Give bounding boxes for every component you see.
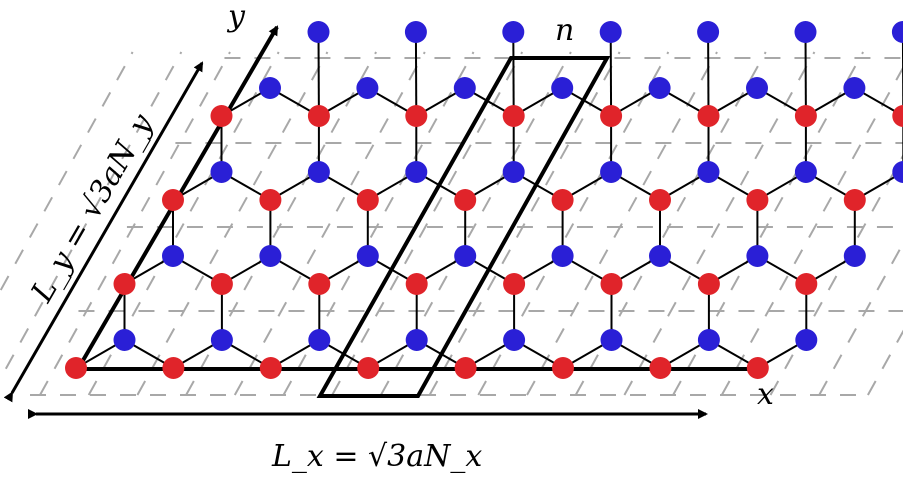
atom-sublattice-b xyxy=(891,21,903,43)
lx-formula: L_x = √3aN_x xyxy=(271,439,482,474)
atom-sublattice-b xyxy=(892,161,903,183)
atom-sublattice-a xyxy=(503,273,526,295)
atom-sublattice-a xyxy=(697,105,720,127)
atom-sublattice-a xyxy=(795,273,818,295)
atom-sublattice-a xyxy=(405,273,428,295)
grid-dash-diagonal xyxy=(867,329,903,396)
atom-sublattice-a xyxy=(210,105,233,127)
dashed-grid xyxy=(0,51,903,396)
atom-sublattice-a xyxy=(794,105,817,127)
atom-sublattice-a xyxy=(162,357,185,379)
atom-sublattice-b xyxy=(599,21,622,43)
atom-sublattice-a xyxy=(649,189,671,211)
atom-sublattice-b xyxy=(162,245,184,267)
atom-sublattice-b xyxy=(697,161,720,183)
atom-sublattice-a xyxy=(502,105,525,127)
unit-cell-label: n xyxy=(555,13,574,48)
grid-dash-diagonal xyxy=(720,65,903,396)
atom-sublattice-b xyxy=(551,245,574,267)
atom-sublattice-a xyxy=(405,105,428,127)
atom-sublattice-a xyxy=(649,357,672,379)
atom-sublattice-b xyxy=(113,329,136,351)
atom-sublattice-a xyxy=(454,189,477,211)
atom-sublattice-b xyxy=(843,245,866,267)
atom-sublattice-a xyxy=(259,357,282,379)
atom-sublattice-a xyxy=(307,105,330,127)
atom-sublattice-a xyxy=(259,189,282,211)
atom-sublattice-b xyxy=(600,329,623,351)
ly-formula: L_y = √3aN_y xyxy=(24,107,161,308)
x-axis-label: x xyxy=(757,377,774,412)
atom-sublattice-a xyxy=(843,189,866,211)
atom-sublattice-b xyxy=(405,161,428,183)
atom-sublattice-a xyxy=(600,105,623,127)
unit-cell-n xyxy=(316,56,611,398)
atom-sublattice-b xyxy=(795,329,818,351)
grid-dash-diagonal xyxy=(526,51,718,396)
grid-dash-diagonal xyxy=(428,51,621,396)
ly-double-arrow xyxy=(3,61,204,403)
atom-sublattice-a xyxy=(746,357,769,379)
atom-sublattice-b xyxy=(843,77,866,99)
atom-sublattice-b xyxy=(210,329,233,351)
atom-sublattice-a xyxy=(65,357,87,379)
atom-sublattice-b xyxy=(356,77,379,99)
atom-sublattice-b xyxy=(453,77,476,99)
atom-sublattice-b xyxy=(356,245,379,267)
atom-sublattice-b xyxy=(259,245,282,267)
atom-sublattice-b xyxy=(308,329,331,351)
grid-dash-diagonal xyxy=(331,51,524,396)
atom-sublattice-b xyxy=(307,161,330,183)
grid-dash-diagonal xyxy=(233,51,426,396)
lattice-atoms xyxy=(65,21,903,379)
atom-sublattice-b xyxy=(648,77,671,99)
atom-sublattice-a xyxy=(357,357,380,379)
atom-sublattice-a xyxy=(210,273,233,295)
atom-sublattice-b xyxy=(259,77,281,99)
atom-sublattice-b xyxy=(649,245,671,267)
atom-sublattice-a xyxy=(746,189,769,211)
atom-sublattice-a xyxy=(600,273,623,295)
atom-sublattice-a xyxy=(551,189,574,211)
grid-dash-diagonal xyxy=(818,241,903,396)
atom-sublattice-a xyxy=(308,273,331,295)
atom-sublattice-a xyxy=(697,273,720,295)
atom-sublattice-b xyxy=(697,329,720,351)
atom-sublattice-b xyxy=(404,21,427,43)
atom-sublattice-b xyxy=(405,329,428,351)
atom-sublattice-b xyxy=(503,329,526,351)
atom-sublattice-b xyxy=(794,161,817,183)
atom-sublattice-b xyxy=(746,245,769,267)
atom-sublattice-b xyxy=(746,77,768,99)
atom-sublattice-a xyxy=(552,357,574,379)
atom-sublattice-b xyxy=(502,161,525,183)
atom-sublattice-b xyxy=(794,21,817,43)
grid-dash-diagonal xyxy=(623,51,816,396)
atom-sublattice-b xyxy=(502,21,525,43)
atom-sublattice-a xyxy=(113,273,136,295)
atom-sublattice-b xyxy=(454,245,477,267)
atom-sublattice-b xyxy=(551,77,574,99)
atom-sublattice-b xyxy=(697,21,720,43)
atom-sublattice-b xyxy=(210,161,233,183)
atom-sublattice-a xyxy=(356,189,379,211)
atom-sublattice-b xyxy=(307,21,330,43)
atom-sublattice-a xyxy=(454,357,477,379)
atom-sublattice-b xyxy=(600,161,623,183)
atom-sublattice-a xyxy=(892,105,903,127)
y-axis-label: y xyxy=(226,0,246,34)
atom-sublattice-a xyxy=(162,189,184,211)
